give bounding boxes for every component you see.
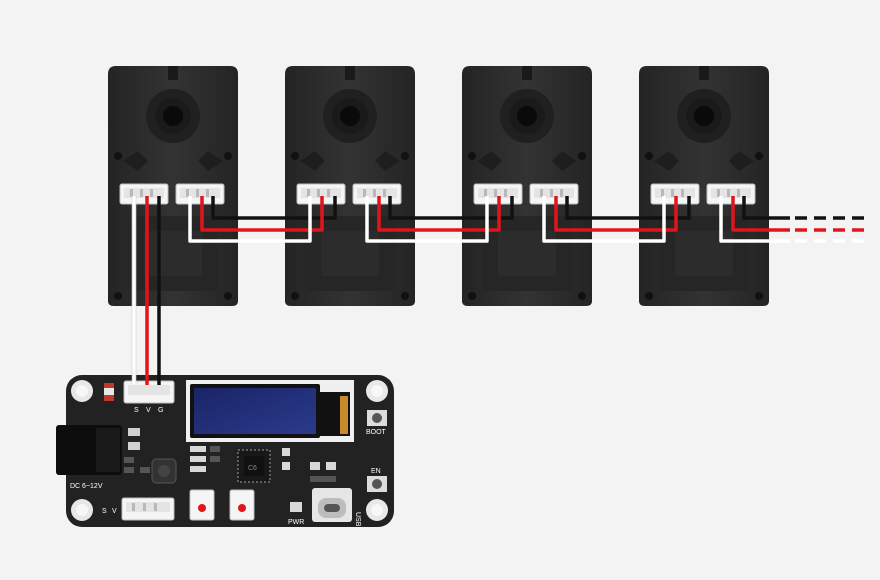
header-pin-v: V	[146, 407, 151, 414]
servo-header: S V G	[123, 380, 175, 414]
en-button: EN	[367, 468, 387, 492]
servo-3	[462, 66, 592, 306]
lower-pin-s: S	[102, 508, 107, 515]
mcu-chip: C6	[237, 449, 271, 483]
servo-4	[639, 66, 769, 306]
boot-label: BOOT	[366, 429, 387, 436]
en-label: EN	[371, 468, 381, 475]
usb-c-port: USB	[312, 488, 361, 527]
dc-power-jack: DC 6~12V	[56, 425, 122, 490]
driver-board: S V G BOOT EN DC 6	[56, 375, 394, 527]
servo-2	[285, 66, 415, 306]
pwr-led: PWR	[288, 502, 304, 526]
continuation-dashes	[795, 216, 865, 243]
header-pin-s: S	[134, 407, 139, 414]
servo-1-port-in	[119, 183, 169, 205]
lower-servo-header: S V	[102, 497, 175, 521]
header-pin-g: G	[158, 407, 163, 414]
servo-1-port-out	[175, 183, 225, 205]
usb-label: USB	[354, 512, 361, 527]
power-label: DC 6~12V	[70, 483, 103, 490]
servo-3-port-out	[529, 183, 579, 205]
aux-connector-2	[229, 489, 255, 521]
servo-2-port-out	[352, 183, 402, 205]
pwr-label: PWR	[288, 519, 304, 526]
servo-1	[108, 66, 238, 306]
oled-display	[186, 380, 354, 442]
lower-pin-v: V	[112, 508, 117, 515]
boot-button: BOOT	[366, 410, 387, 436]
chip-label: C6	[248, 465, 257, 472]
chain-wires	[188, 196, 790, 243]
board-to-servo-wires	[132, 196, 161, 385]
servo-4-port-out	[706, 183, 756, 205]
aux-connector-1	[189, 489, 215, 521]
